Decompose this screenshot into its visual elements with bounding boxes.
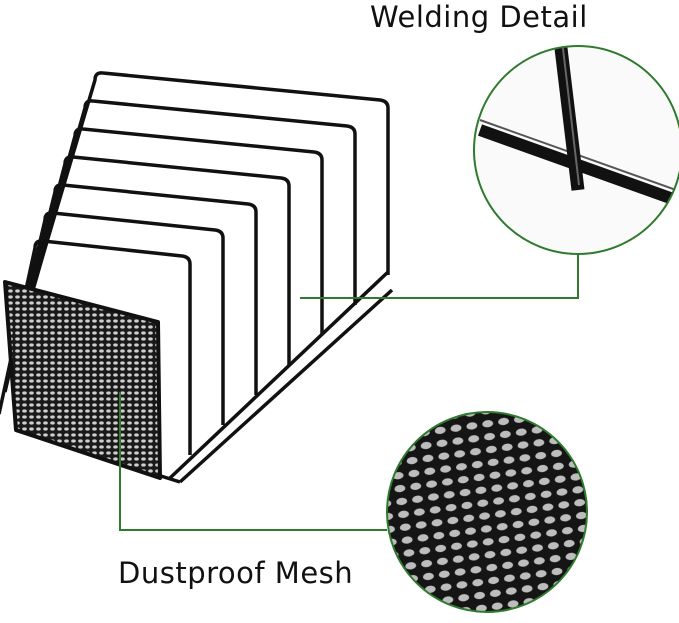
welding-zoom-image [474,46,679,254]
welding-detail-label: Welding Detail [370,0,588,34]
divider-wire-5 [9,183,258,395]
mesh-callout [119,392,588,613]
divider-wire-3 [21,127,324,335]
mesh-zoom-image [387,412,587,612]
mesh-leader-line [119,392,387,531]
mesh-zoom-circle [386,411,588,613]
welding-detail-callout [300,45,679,299]
divider-wire-4 [15,155,291,365]
front-mesh-panel [3,280,162,480]
dustproof-mesh-label: Dustproof Mesh [118,556,354,590]
divider-wire-7 [0,239,192,455]
welding-leader-line [300,254,579,299]
divider-wire-1 [33,71,390,283]
welding-zoom-circle [473,45,679,255]
file-rack [0,71,394,484]
divider-wire-2 [27,99,357,305]
divider-wire-6 [3,211,225,425]
